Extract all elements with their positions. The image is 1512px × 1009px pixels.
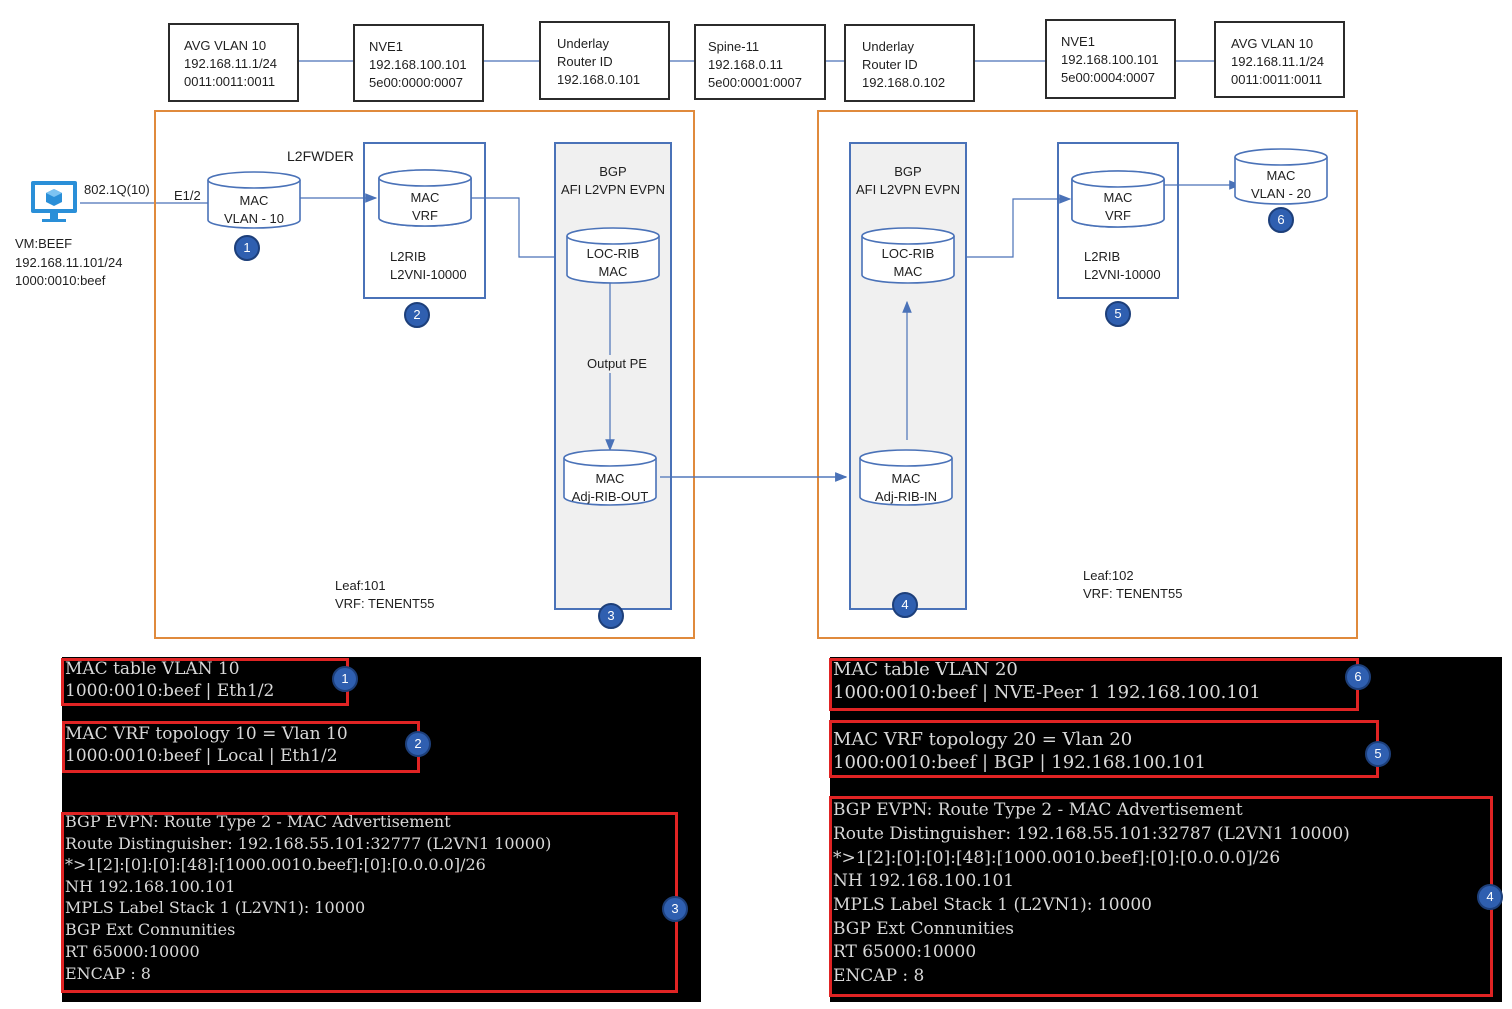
step-badge-2: 2 xyxy=(404,302,430,328)
bgp-panel-right xyxy=(849,142,967,610)
locrib-left-label: LOC-RIB MAC xyxy=(586,246,640,279)
term-badge-2: 2 xyxy=(405,731,431,757)
vm-mac: 1000:0010:beef xyxy=(15,273,106,288)
term-badge-4: 4 xyxy=(1477,884,1503,910)
terminal-line: BGP Ext Connunities xyxy=(65,920,236,939)
terminal-line: BGP EVPN: Route Type 2 - MAC Advertiseme… xyxy=(65,812,451,831)
term-badge-1: 1 xyxy=(332,666,358,692)
underlay-box-right: Underlay Router ID 192.168.0.102 xyxy=(844,24,975,102)
bgp-left-label: BGP AFI L2VPN EVPN xyxy=(560,164,666,197)
leaf102-footer: Leaf:102 VRF: TENENT55 xyxy=(1083,568,1183,601)
l2rib-panel-right xyxy=(1057,142,1179,299)
highlight-box-4 xyxy=(829,796,1493,997)
highlight-box-6 xyxy=(829,658,1359,711)
step-badge-4: 4 xyxy=(892,592,918,618)
term-badge-3: 3 xyxy=(662,896,688,922)
nve1-box-right: NVE1 192.168.100.101 5e00:0004:0007 xyxy=(1045,19,1176,99)
terminal-line: *>1[2]:[0]:[0]:[48]:[1000.0010.beef]:[0]… xyxy=(833,848,1281,868)
highlight-box-1 xyxy=(61,658,349,706)
highlight-box-3 xyxy=(61,812,678,993)
spine-box: Spine-11 192.168.0.11 5e00:0001:0007 xyxy=(694,24,826,100)
term-badge-6: 6 xyxy=(1345,664,1371,690)
l2fwder-label: L2FWDER xyxy=(287,148,354,164)
terminal-line: RT 65000:10000 xyxy=(65,942,200,961)
leaf101-footer: Leaf:101 VRF: TENENT55 xyxy=(335,578,435,611)
terminal-line: 1000:0010:beef | NVE-Peer 1 192.168.100.… xyxy=(833,682,1261,703)
avg-box-right: AVG VLAN 10 192.168.11.1/24 0011:0011:00… xyxy=(1214,21,1345,98)
highlight-box-2 xyxy=(62,721,420,773)
terminal-line: 1000:0010:beef | BGP | 192.168.100.101 xyxy=(833,752,1206,773)
vm-name: VM:BEEF xyxy=(15,236,73,251)
terminal-line: RT 65000:10000 xyxy=(833,942,977,962)
terminal-line: NH 192.168.100.101 xyxy=(833,871,1015,891)
arrow-locrib-to-vrf xyxy=(955,194,1072,258)
nve1-box-left: NVE1 192.168.100.101 5e00:0000:0007 xyxy=(353,24,484,102)
cylinder-mac-vlan10 xyxy=(207,171,301,229)
underlay-box-left: Underlay Router ID 192.168.0.101 xyxy=(539,21,670,100)
terminal-line: 1000:0010:beef | Local | Eth1/2 xyxy=(65,746,338,766)
vm-ip: 192.168.11.101/24 xyxy=(15,255,123,270)
leaf101-frame xyxy=(154,110,695,639)
step-badge-6: 6 xyxy=(1268,207,1294,233)
arrow-vrf-to-locrib xyxy=(471,197,568,262)
bgp-right-label: BGP AFI L2VPN EVPN xyxy=(855,164,961,197)
terminal-line: ENCAP : 8 xyxy=(65,964,151,983)
step-badge-5: 5 xyxy=(1105,301,1131,327)
l2rib-left-label: L2RIB L2VNI-10000 xyxy=(390,249,467,282)
terminal-line: Route Distinguisher: 192.168.55.101:3278… xyxy=(833,824,1350,844)
terminal-line: MPLS Label Stack 1 (L2VN1): 10000 xyxy=(833,895,1152,915)
terminal-line: NH 192.168.100.101 xyxy=(65,877,236,896)
monitor-icon xyxy=(30,180,78,224)
port-label: E1/2 xyxy=(174,188,201,203)
leaf102-frame xyxy=(817,110,1358,639)
l2rib-panel-left xyxy=(363,142,486,299)
mac-vrf-left-label: MAC VRF xyxy=(410,190,440,223)
step-badge-3: 3 xyxy=(598,603,624,629)
terminal-left: MAC table VLAN 10 1000:0010:beef | Eth1/… xyxy=(62,657,701,1002)
cylinder-mac-vlan20 xyxy=(1234,148,1328,205)
output-pe-label: Output PE xyxy=(587,355,647,373)
terminal-line: BGP EVPN: Route Type 2 - MAC Advertiseme… xyxy=(833,800,1243,820)
dot1q-label: 802.1Q(10) xyxy=(84,182,150,197)
terminal-line: Route Distinguisher: 192.168.55.101:3277… xyxy=(65,834,552,853)
mac-vlan10-label: MAC VLAN - 10 xyxy=(224,193,284,226)
terminal-line: ENCAP : 8 xyxy=(833,966,925,986)
highlight-box-5 xyxy=(829,720,1379,778)
terminal-right: MAC table VLAN 20 1000:0010:beef | NVE-P… xyxy=(830,657,1502,1002)
avg-box-left: AVG VLAN 10 192.168.11.1/24 0011:0011:00… xyxy=(168,23,299,102)
terminal-line: MPLS Label Stack 1 (L2VN1): 10000 xyxy=(65,898,366,917)
step-badge-1: 1 xyxy=(234,235,260,261)
terminal-line: MAC VRF topology 20 = Vlan 20 xyxy=(833,729,1133,750)
adjout-label: MAC Adj-RIB-OUT xyxy=(571,471,649,504)
mac-vlan20-label: MAC VLAN - 20 xyxy=(1251,168,1311,201)
adjin-label: MAC Adj-RIB-IN xyxy=(874,471,938,504)
terminal-line: BGP Ext Connunities xyxy=(833,919,1014,939)
terminal-line: 1000:0010:beef | Eth1/2 xyxy=(65,681,275,701)
terminal-line: MAC table VLAN 20 xyxy=(833,659,1018,680)
term-badge-5: 5 xyxy=(1365,741,1391,767)
terminal-line: MAC table VLAN 10 xyxy=(65,659,240,679)
terminal-line: MAC VRF topology 10 = Vlan 10 xyxy=(65,724,348,744)
terminal-line: *>1[2]:[0]:[0]:[48]:[1000.0010.beef]:[0]… xyxy=(65,855,486,874)
l2rib-right-label: L2RIB L2VNI-10000 xyxy=(1084,249,1161,282)
locrib-right-label: LOC-RIB MAC xyxy=(881,246,935,279)
mac-vrf-right-label: MAC VRF xyxy=(1103,190,1133,223)
